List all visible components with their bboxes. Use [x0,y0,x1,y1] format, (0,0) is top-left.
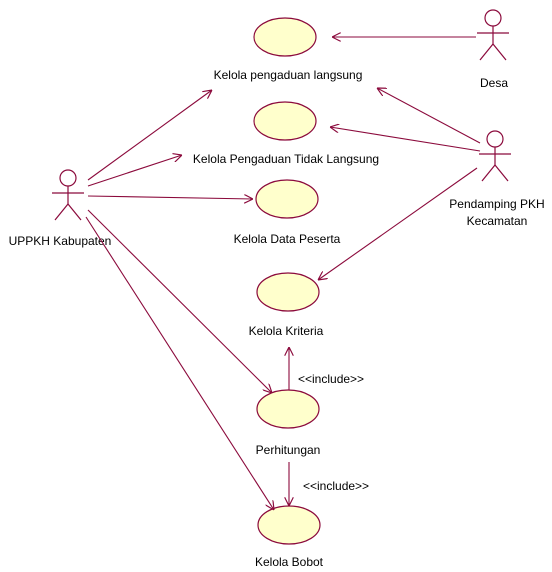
usecase-ellipse [253,101,317,141]
usecase-label: Kelola Bobot [255,555,324,569]
actor-icon [479,130,511,182]
actor-uppkh-kabupaten[interactable]: UPPKH Kabupaten [9,169,112,248]
actor-icon [477,9,509,61]
association-uppkh-to-bobot [85,216,274,510]
usecase-label: Kelola Pengaduan Tidak Langsung [193,152,379,166]
usecase-kelola-kriteria[interactable]: Kelola Kriteria [249,272,324,338]
association-uppkh-to-data-peserta [87,196,253,199]
association-uppkh-to-tidak-langsung [87,155,182,187]
usecase-label: Kelola Data Peserta [234,232,341,246]
usecase-kelola-pengaduan-langsung[interactable]: Kelola pengaduan langsung [214,17,363,82]
actor-desa[interactable]: Desa [477,9,509,90]
usecase-ellipse [253,17,317,57]
actor-label-line2: Kecamatan [467,214,528,228]
actor-pendamping-pkh-kecamatan[interactable]: Pendamping PKH Kecamatan [449,130,545,228]
include-label: <<include>> [298,372,364,386]
usecase-ellipse [256,389,320,429]
usecase-perhitungan[interactable]: Perhitungan [256,389,321,457]
actor-label-line1: Pendamping PKH [449,197,544,211]
usecase-ellipse [255,179,319,219]
usecase-label: Kelola Kriteria [249,324,324,338]
actor-icon [52,169,84,221]
usecase-ellipse [256,272,320,312]
include-label: <<include>> [303,479,369,493]
usecase-kelola-pengaduan-tidak-langsung[interactable]: Kelola Pengaduan Tidak Langsung [193,101,379,166]
association-pendamping-to-kriteria [318,167,478,280]
association-pendamping-to-langsung [377,88,481,144]
usecase-ellipse [257,505,321,545]
usecase-label: Kelola pengaduan langsung [214,68,363,82]
usecase-kelola-data-peserta[interactable]: Kelola Data Peserta [234,179,341,246]
association-pendamping-to-tidak-langsung [330,127,481,152]
usecase-kelola-bobot[interactable]: Kelola Bobot [255,505,324,569]
association-uppkh-to-langsung [87,90,212,181]
usecase-label: Perhitungan [256,443,321,457]
actor-label: Desa [480,76,508,90]
actor-label: UPPKH Kabupaten [9,234,112,248]
association-uppkh-to-perhitungan [87,209,272,393]
